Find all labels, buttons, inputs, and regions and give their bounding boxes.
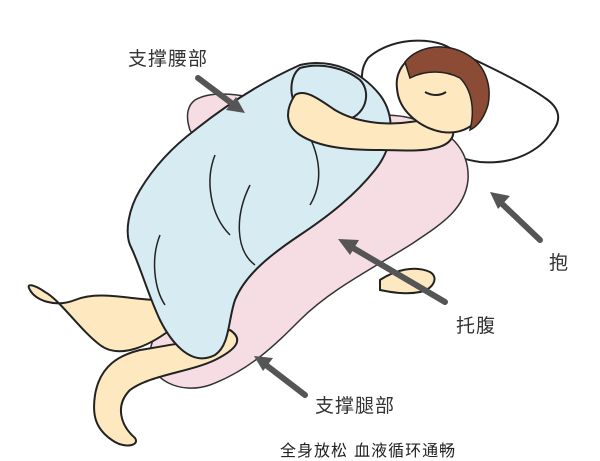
label-hug: 抱 xyxy=(549,252,570,274)
pregnancy-pillow-illustration xyxy=(27,39,560,447)
arrow-belly xyxy=(338,239,448,305)
label-support-belly: 托腹 xyxy=(456,315,497,337)
caption: 全身放松 血液循环通畅 xyxy=(280,441,457,460)
arm xyxy=(287,91,455,152)
arrow-legs xyxy=(254,356,308,398)
back-leg xyxy=(27,284,172,353)
gown-fold-1 xyxy=(209,154,231,236)
gown-fold-3 xyxy=(153,234,166,306)
label-support-legs: 支撑腿部 xyxy=(315,395,396,417)
arrow-hug xyxy=(490,192,543,243)
hair xyxy=(404,46,490,132)
gown-fold-2 xyxy=(238,184,256,266)
illustration: 支撑腰部 抱 托腹 支撑腿部 全身放松 血液循环通畅 xyxy=(27,39,570,460)
eye xyxy=(424,91,447,96)
label-support-waist: 支撑腰部 xyxy=(128,48,209,70)
arrow-waist xyxy=(195,75,245,113)
